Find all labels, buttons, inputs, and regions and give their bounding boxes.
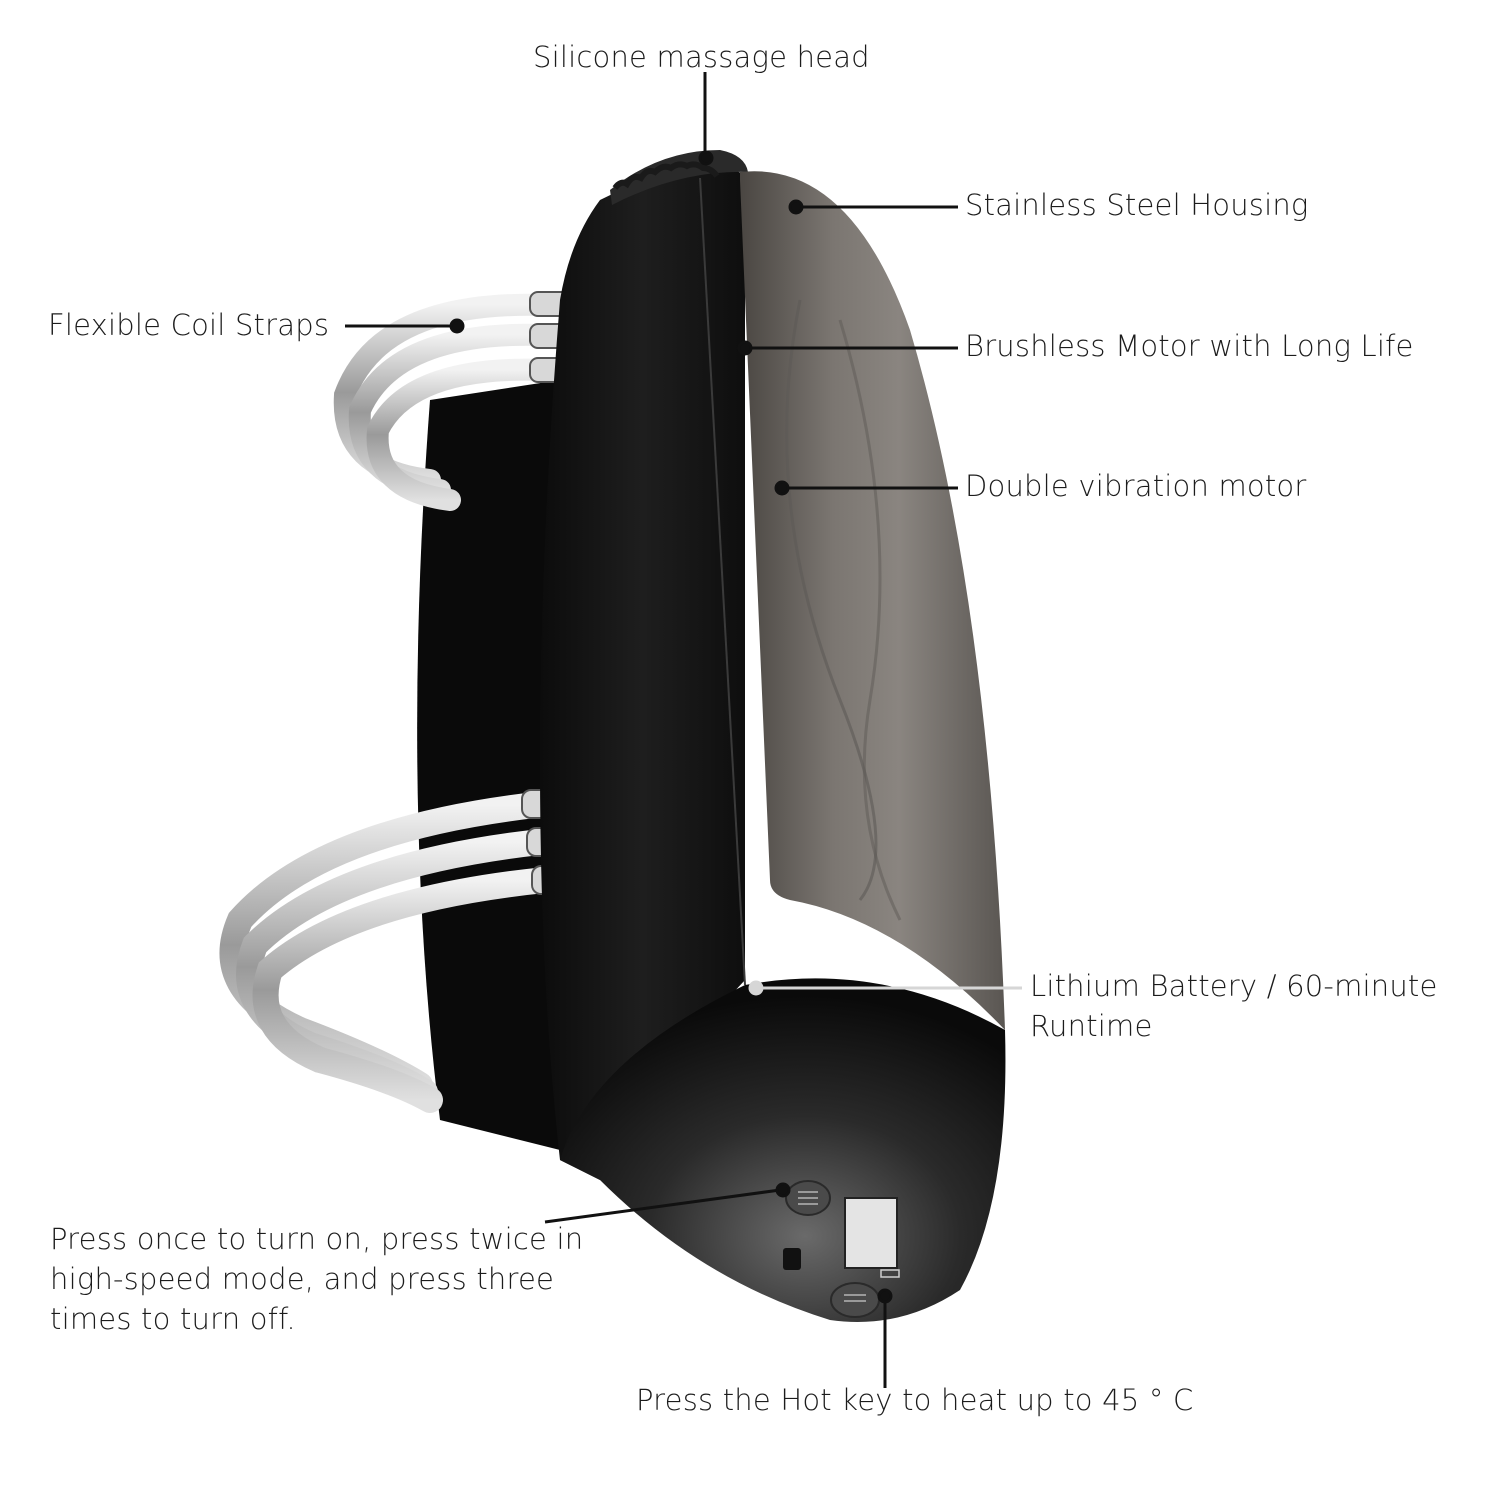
callout-line-battery xyxy=(748,980,1022,996)
callout-lines xyxy=(345,72,958,1388)
label-lithium-battery: Lithium Battery / 60-minute Runtime xyxy=(1030,969,1438,1043)
stainless-steel-housing xyxy=(740,171,1005,1030)
charging-port-icon xyxy=(783,1248,801,1270)
device-body xyxy=(540,166,746,1181)
battery-indicator-icon xyxy=(844,1197,898,1269)
label-double-vibration-motor: Double vibration motor xyxy=(965,469,1307,503)
label-power-button-instructions: Press once to turn on, press twice in hi… xyxy=(50,1222,584,1336)
silicone-massage-head xyxy=(610,150,748,205)
label-silicone-massage-head: Silicone massage head xyxy=(533,40,870,74)
seam-line xyxy=(699,177,746,986)
label-brushless-motor: Brushless Motor with Long Life xyxy=(965,329,1414,363)
strap-plate xyxy=(417,380,560,1150)
label-hot-key: Press the Hot key to heat up to 45 ° C xyxy=(636,1383,1194,1417)
upper-coil-straps xyxy=(333,291,571,511)
label-flexible-coil-straps: Flexible Coil Straps xyxy=(48,308,330,342)
label-stainless-steel-housing: Stainless Steel Housing xyxy=(965,188,1309,222)
